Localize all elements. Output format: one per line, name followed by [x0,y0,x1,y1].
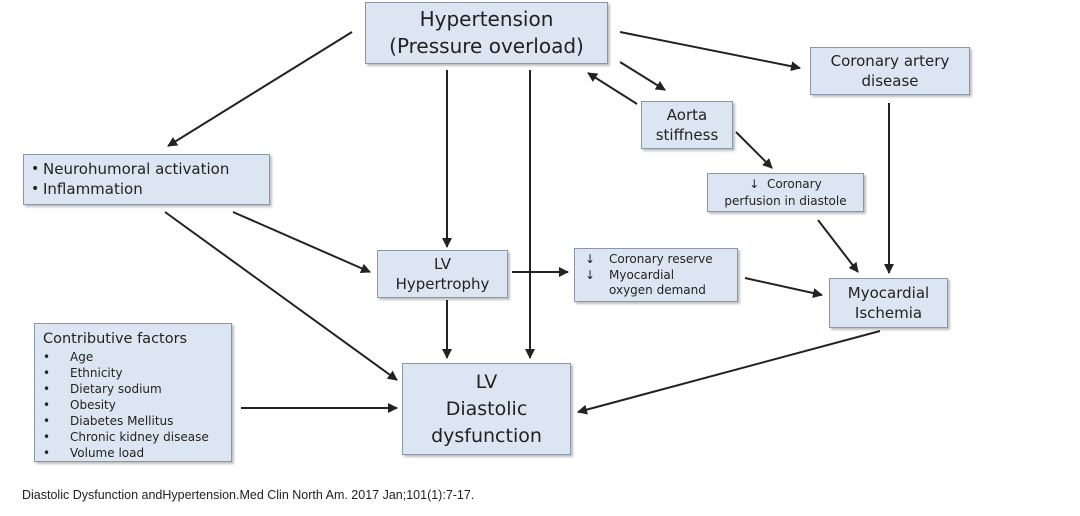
contributive-factors-box: Contributive factors • Age • Ethnicity • Di… [34,323,232,462]
down-arrow-icon: ↓ [585,252,596,266]
bullet-icon: • [43,382,51,396]
factor-item: • Age [43,349,231,365]
inflammation-label: Inflammation [43,180,143,198]
oxygen-demand-label: oxygen demand [609,283,706,297]
factor-item: • Diabetes Mellitus [43,413,231,429]
coronary-perfusion-box: ↓ Coronary perfusion in diastole [707,173,864,212]
arrow-aorta-to-hypertension [587,72,638,105]
coronary-perfusion-line-1: ↓ Coronary [749,176,822,191]
arrow-aorta-to-coronary-perfusion [735,131,773,169]
coronary-artery-disease-line-2: disease [861,72,919,90]
aorta-stiffness-line-2: stiffness [655,126,719,144]
factor-label: Age [70,350,94,364]
bullet-icon: • [43,446,51,460]
arrow-hypertension-to-aorta [619,61,666,91]
down-arrow-icon: ↓ [585,267,596,282]
arrow-hypertension-to-neurohumoral [167,31,353,147]
lv-diastolic-line-3: dysfunction [431,424,542,447]
coronary-reserve-row: ↓ Coronary reserve [585,252,737,268]
neurohumoral-box: • Neurohumoral activation • Inflammation [23,154,270,205]
neurohumoral-item: • Neurohumoral activation [31,159,269,179]
factor-item: • Obesity [43,397,231,413]
factor-item: • Chronic kidney disease [43,429,231,445]
arrow-ischemia-to-lv-diastolic [577,330,881,415]
aorta-stiffness-line-1: Aorta [666,106,708,124]
neurohumoral-label: Neurohumoral activation [43,160,230,178]
lv-hypertrophy-box: LV Hypertrophy [377,250,508,298]
aorta-stiffness-box: Aorta stiffness [641,101,733,149]
citation-text: Diastolic Dysfunction andHypertension.Me… [22,488,475,502]
factor-label: Dietary sodium [70,382,162,396]
bullet-icon: • [31,161,40,177]
oxygen-demand-row: oxygen demand [585,283,737,299]
hypertension-box: Hypertension (Pressure overload) [365,2,608,64]
arrow-neurohumoral-to-lv-hypertrophy [232,211,371,273]
arrow-hypertension-to-coronary-artery-disease [619,31,801,72]
factor-label: Volume load [70,446,145,460]
factor-label: Obesity [70,398,116,412]
myocardial-ischemia-box: Myocardial Ischemia [829,278,948,328]
lv-diastolic-line-2: Diastolic [445,397,528,420]
factor-item: • Ethnicity [43,365,231,381]
myocardial-ischemia-line-1: Myocardial [847,284,930,302]
factor-label: Diabetes Mellitus [70,414,174,428]
bullet-icon: • [43,414,51,428]
factor-label: Ethnicity [70,366,123,380]
contributive-factors-title: Contributive factors [43,331,188,347]
arrow-coronary-perfusion-to-ischemia [817,219,859,273]
lv-hypertrophy-line-1: LV [434,255,451,273]
hypertension-line-2: (Pressure overload) [389,34,584,58]
coronary-perfusion-line-2: perfusion in diastole [724,193,847,208]
lv-diastolic-line-1: LV [475,370,498,393]
lv-hypertrophy-line-2: Hypertrophy [395,275,490,293]
lv-diastolic-dysfunction-box: LV Diastolic dysfunction [402,363,571,455]
arrow-neurohumoral-to-lv-diastolic [164,211,398,381]
factor-item: • Dietary sodium [43,381,231,397]
coronary-reserve-box: ↓ Coronary reserve ↓ Myocardial oxygen d… [574,248,738,302]
arrow-coronary-reserve-to-ischemia [744,277,823,298]
bullet-icon: • [43,366,51,380]
myocardial-label: Myocardial [609,267,675,282]
coronary-artery-disease-line-1: Coronary artery [830,52,950,70]
factor-label: Chronic kidney disease [70,430,209,444]
bullet-icon: • [31,181,40,197]
coronary-reserve-label: Coronary reserve [609,252,713,266]
contributive-factors-list: • Age • Ethnicity • Dietary sodium • Obesity… [43,349,231,461]
hypertension-line-1: Hypertension [419,7,554,31]
myocardial-ischemia-line-2: Ischemia [854,304,923,322]
bullet-icon: • [43,350,51,364]
myocardial-demand-row: ↓ Myocardial [585,268,737,284]
bullet-icon: • [43,430,51,444]
inflammation-item: • Inflammation [31,179,269,199]
factor-item: • Volume load [43,445,231,461]
coronary-artery-disease-box: Coronary artery disease [810,47,970,95]
bullet-icon: • [43,398,51,412]
